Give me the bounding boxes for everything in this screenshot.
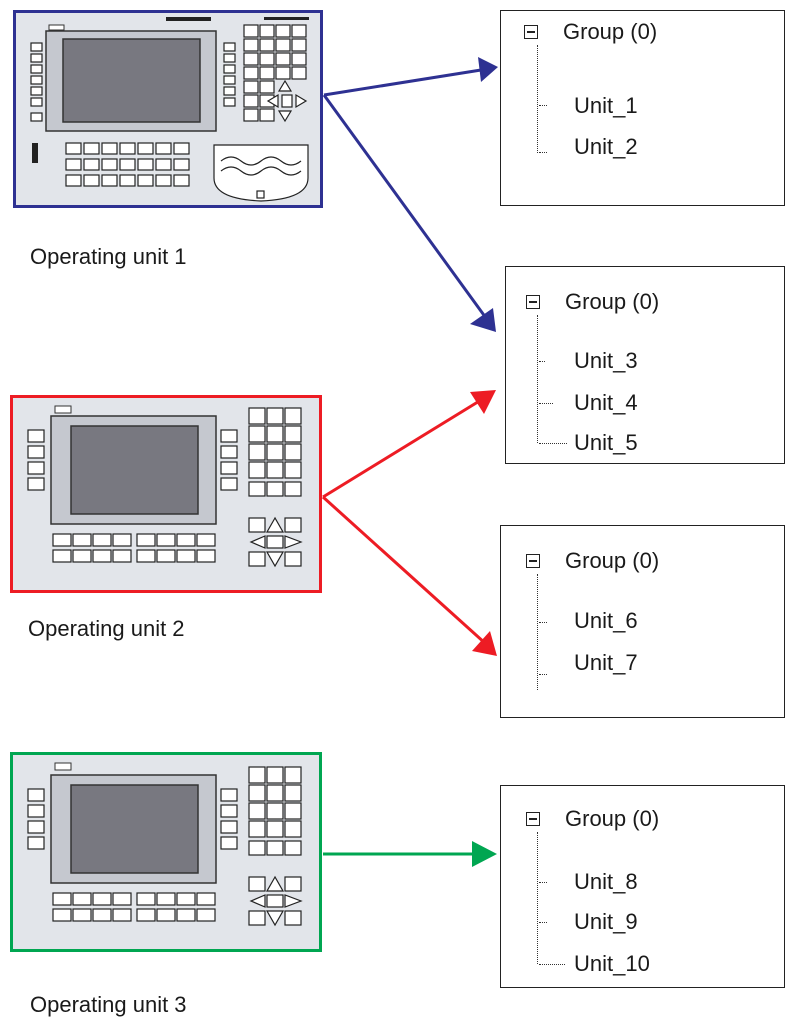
operating-unit-3-panel xyxy=(10,752,322,952)
tree-connector xyxy=(539,152,547,153)
operating-unit-2-device xyxy=(27,405,303,568)
tree-line xyxy=(537,315,538,443)
green-arrows xyxy=(323,841,497,867)
tree-item-unit-7[interactable]: Unit_7 xyxy=(574,650,638,675)
group-1-title: Group (0) xyxy=(563,19,658,44)
arrow-unit2-to-group2 xyxy=(322,398,482,499)
tree-connector xyxy=(539,403,553,404)
tree-connector xyxy=(539,964,565,965)
tree-item-unit-1[interactable]: Unit_1 xyxy=(574,93,638,118)
group-2-header: Group (0) xyxy=(526,289,659,315)
group-3-header: Group (0) xyxy=(526,548,659,574)
tree-item-unit-9[interactable]: Unit_9 xyxy=(574,909,638,934)
arrowhead-group4 xyxy=(472,841,497,867)
collapse-icon[interactable] xyxy=(524,25,538,39)
group-3-title: Group (0) xyxy=(565,548,660,573)
red-arrows xyxy=(321,390,497,656)
operating-unit-3-caption: Operating unit 3 xyxy=(30,992,187,1017)
tree-connector xyxy=(539,105,547,106)
group-2-title: Group (0) xyxy=(565,289,660,314)
arrow-unit1-to-group2 xyxy=(322,94,488,319)
tree-item-unit-6[interactable]: Unit_6 xyxy=(574,608,638,633)
arrowhead-group3 xyxy=(472,631,497,656)
tree-line xyxy=(537,45,538,153)
tree-item-unit-5[interactable]: Unit_5 xyxy=(574,430,638,455)
operating-unit-1-caption: Operating unit 1 xyxy=(30,244,187,269)
group-4-title: Group (0) xyxy=(565,806,660,831)
tree-item-unit-10[interactable]: Unit_10 xyxy=(574,951,650,976)
blue-arrows xyxy=(322,57,498,332)
tree-connector xyxy=(539,922,547,923)
tree-connector xyxy=(539,882,547,883)
arrowhead-group2 xyxy=(470,308,496,332)
group-box-1: Group (0) Unit_1 Unit_2 xyxy=(500,10,785,206)
tree-item-unit-2[interactable]: Unit_2 xyxy=(574,134,638,159)
operating-unit-3-device xyxy=(27,762,303,927)
tree-connector xyxy=(539,443,567,444)
group-box-2: Group (0) Unit_3 Unit_4 Unit_5 xyxy=(505,266,785,464)
arrow-unit1-to-group1 xyxy=(323,68,482,97)
group-box-3: Group (0) Unit_6 Unit_7 xyxy=(500,525,785,718)
arrowhead-group1 xyxy=(478,57,498,82)
tree-item-unit-3[interactable]: Unit_3 xyxy=(574,348,638,373)
tree-line xyxy=(537,832,538,964)
group-box-4: Group (0) Unit_8 Unit_9 Unit_10 xyxy=(500,785,785,988)
arrowhead-group2-red xyxy=(470,390,496,414)
arrow-unit2-to-group3 xyxy=(321,495,488,646)
collapse-icon[interactable] xyxy=(526,295,540,309)
operating-unit-1-panel xyxy=(13,10,323,208)
tree-item-unit-4[interactable]: Unit_4 xyxy=(574,390,638,415)
collapse-icon[interactable] xyxy=(526,554,540,568)
operating-unit-2-caption: Operating unit 2 xyxy=(28,616,185,641)
operating-unit-1-device xyxy=(30,17,309,202)
operating-unit-2-panel xyxy=(10,395,322,593)
group-1-header: Group (0) xyxy=(524,19,657,45)
collapse-icon[interactable] xyxy=(526,812,540,826)
tree-item-unit-8[interactable]: Unit_8 xyxy=(574,869,638,894)
tree-connector xyxy=(539,361,545,362)
tree-connector xyxy=(539,674,547,675)
group-4-header: Group (0) xyxy=(526,806,659,832)
tree-connector xyxy=(539,622,547,623)
tree-line xyxy=(537,574,538,690)
